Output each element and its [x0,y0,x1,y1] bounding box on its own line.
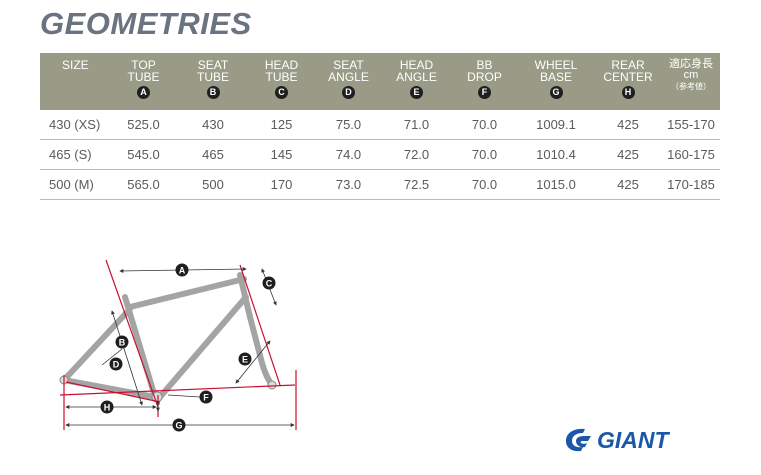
col-header-bb-drop: BB DROP F [451,53,518,110]
table-row: 500 (M) 565.0 500 170 73.0 72.5 70.0 101… [40,169,720,200]
letter-badge-icon: B [206,86,220,99]
col-header-rider-height: 適応身長 cm （参考値） [662,53,720,110]
header-label: BB [476,58,493,72]
col-header-seat-angle: SEAT ANGLE D [315,53,382,110]
header-label: ANGLE [396,70,437,84]
bike-frame [61,272,275,400]
brand-wordmark: GIANT [597,427,671,453]
table-cell: 73.0 [315,169,382,200]
header-label: SEAT [333,58,364,72]
col-header-head-angle: HEAD ANGLE E [382,53,451,110]
table-cell: 430 (XS) [40,110,109,140]
table-cell: 75.0 [315,110,382,140]
table-cell: 545.0 [109,139,178,170]
letter-badge-icon: E [410,86,423,99]
col-header-head-tube: HEAD TUBE C [248,53,315,110]
header-label: cm [683,69,699,81]
table-cell: 72.0 [382,139,451,170]
table-row: 465 (S) 545.0 465 145 74.0 72.0 70.0 101… [40,139,720,170]
letter-badge-icon: C [275,86,288,99]
badge-label: B [119,338,126,348]
table-cell: 170 [248,169,315,200]
letter-badge-icon: G [549,86,563,99]
diagram-badge-a-icon: A [175,263,189,277]
table-cell: 70.0 [451,169,518,200]
header-label: SIZE [62,58,89,72]
letter-badge-icon: D [342,86,355,99]
diagram-badge-e-icon: E [238,352,252,366]
table-cell: 70.0 [451,110,518,140]
header-label: TOP [131,58,156,72]
table-cell: 565.0 [109,169,178,200]
badge-label: H [104,403,111,413]
table-cell: 1009.1 [518,110,594,140]
table-cell: 525.0 [109,110,178,140]
diagram-badge-b-icon: B [115,335,129,349]
diagram-badge-f-icon: F [199,390,213,404]
table-cell: 430 [178,110,248,140]
col-header-top-tube: TOP TUBE A [109,53,178,110]
table-header: SIZE TOP TUBE A SEAT TUBE B HEAD TUBE C … [40,53,720,110]
front-axle [267,380,277,390]
table-cell: 1010.4 [518,139,594,170]
table-cell: 145 [248,139,315,170]
header-label: TUBE [265,70,298,84]
logo-swoosh [566,428,591,452]
geometry-table: SIZE TOP TUBE A SEAT TUBE B HEAD TUBE C … [40,53,720,200]
frame-geometry-diagram: A C B D E F H G [59,259,297,432]
badge-label: C [266,279,273,289]
header-label: BASE [539,70,572,84]
badge-label: A [179,266,186,276]
page-title: GEOMETRIES [40,6,252,41]
badge-label: G [175,421,182,431]
header-label: DROP [467,70,502,84]
down-tube [157,294,249,400]
badge-label: D [113,360,120,370]
table-cell: 72.5 [382,169,451,200]
table-cell: 1015.0 [518,169,594,200]
table-cell: 465 [178,139,248,170]
table-cell: 71.0 [382,110,451,140]
table-cell: 70.0 [451,139,518,170]
table-cell: 125 [248,110,315,140]
header-label: TUBE [196,70,229,84]
diagram-badge-c-icon: C [262,276,276,290]
top-tube [127,276,247,310]
header-label: TUBE [127,70,160,84]
table-cell: 500 [178,169,248,200]
table-cell: 425 [594,169,662,200]
letter-badge-icon: H [621,86,635,99]
table-cell: 425 [594,139,662,170]
table-row: 430 (XS) 525.0 430 125 75.0 71.0 70.0 10… [40,110,720,140]
letter-badge-icon: A [137,86,150,99]
table-cell: 500 (M) [40,169,109,200]
header-label: ANGLE [328,70,369,84]
header-label: SEAT [197,58,229,72]
col-header-size: SIZE [40,53,109,110]
reference-lines [59,259,297,430]
header-note: （参考値） [671,82,711,91]
giant-logo-icon: GIANT [566,427,671,453]
table-cell: 74.0 [315,139,382,170]
header-label: 適応身長 [669,58,713,70]
diagram-badge-h-icon: H [100,400,114,414]
diagram-badge-d-icon: D [109,357,123,371]
table-cell: 170-185 [662,169,720,200]
header-label: REAR [611,58,645,72]
badge-label: E [242,355,248,365]
col-header-seat-tube: SEAT TUBE B [178,53,248,110]
header-label: WHEEL [534,58,578,72]
letter-badge-icon: F [478,86,491,99]
table-cell: 465 (S) [40,139,109,170]
col-header-rear-center: REAR CENTER H [594,53,662,110]
header-label: HEAD [399,58,434,72]
col-header-wheel-base: WHEEL BASE G [518,53,594,110]
header-label: HEAD [264,58,299,72]
header-label: CENTER [603,70,653,84]
table-cell: 155-170 [662,110,720,140]
table-cell: 425 [594,110,662,140]
table-cell: 160-175 [662,139,720,170]
diagram-badge-g-icon: G [172,418,186,432]
badge-label: F [203,393,209,403]
